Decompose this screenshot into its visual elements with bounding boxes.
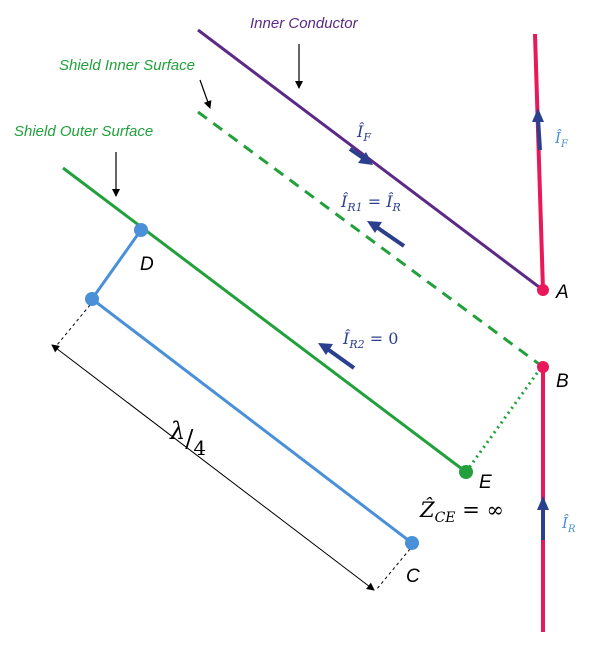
current-arrow-shield-outer — [318, 343, 356, 370]
current-label-r1: ÎR1 = ÎR — [340, 191, 401, 214]
current-label-f-inner: ÎF — [356, 121, 371, 144]
current-arrow-inner-conductor — [348, 147, 373, 165]
dimension-ext-left — [56, 304, 91, 346]
connection-e-b — [464, 368, 542, 473]
point-a-label: A — [555, 282, 569, 303]
current-label-f-right: ÎF — [554, 129, 569, 150]
quarter-wavelength-label: λ/4 — [169, 417, 206, 460]
shield-outer-surface-label: Shield Outer Surface — [14, 123, 153, 140]
pointer-shield-inner — [199, 79, 212, 109]
point-c-label: C — [406, 566, 420, 587]
point-c — [405, 536, 419, 550]
point-d — [134, 223, 148, 237]
current-label-r-right: ÎR — [561, 514, 576, 535]
inner-conductor-label: Inner Conductor — [250, 15, 359, 32]
current-arrow-wire-upper — [532, 108, 544, 151]
dimension-ext-right — [375, 548, 411, 591]
shield-inner-surface-line — [197, 110, 544, 369]
wire-upper — [533, 33, 545, 291]
shield-inner-surface-label: Shield Inner Surface — [59, 57, 195, 74]
current-arrow-wire-lower — [537, 496, 549, 540]
shield-outer-surface-line — [62, 166, 467, 474]
point-stub-corner — [85, 292, 99, 306]
point-b-label: B — [556, 371, 569, 392]
current-arrow-shield-inner — [367, 221, 406, 248]
point-b — [537, 361, 549, 373]
point-e — [459, 465, 473, 479]
stub-short-d — [90, 229, 143, 300]
inner-conductor-line — [197, 28, 544, 292]
current-label-r2: ÎR2 = 0 — [342, 328, 398, 351]
point-e-label: E — [479, 472, 492, 493]
point-a — [537, 284, 549, 296]
point-d-label: D — [140, 254, 154, 275]
dimension-arrow — [51, 344, 375, 591]
impedance-label: ẐCE = ∞ — [419, 498, 504, 526]
